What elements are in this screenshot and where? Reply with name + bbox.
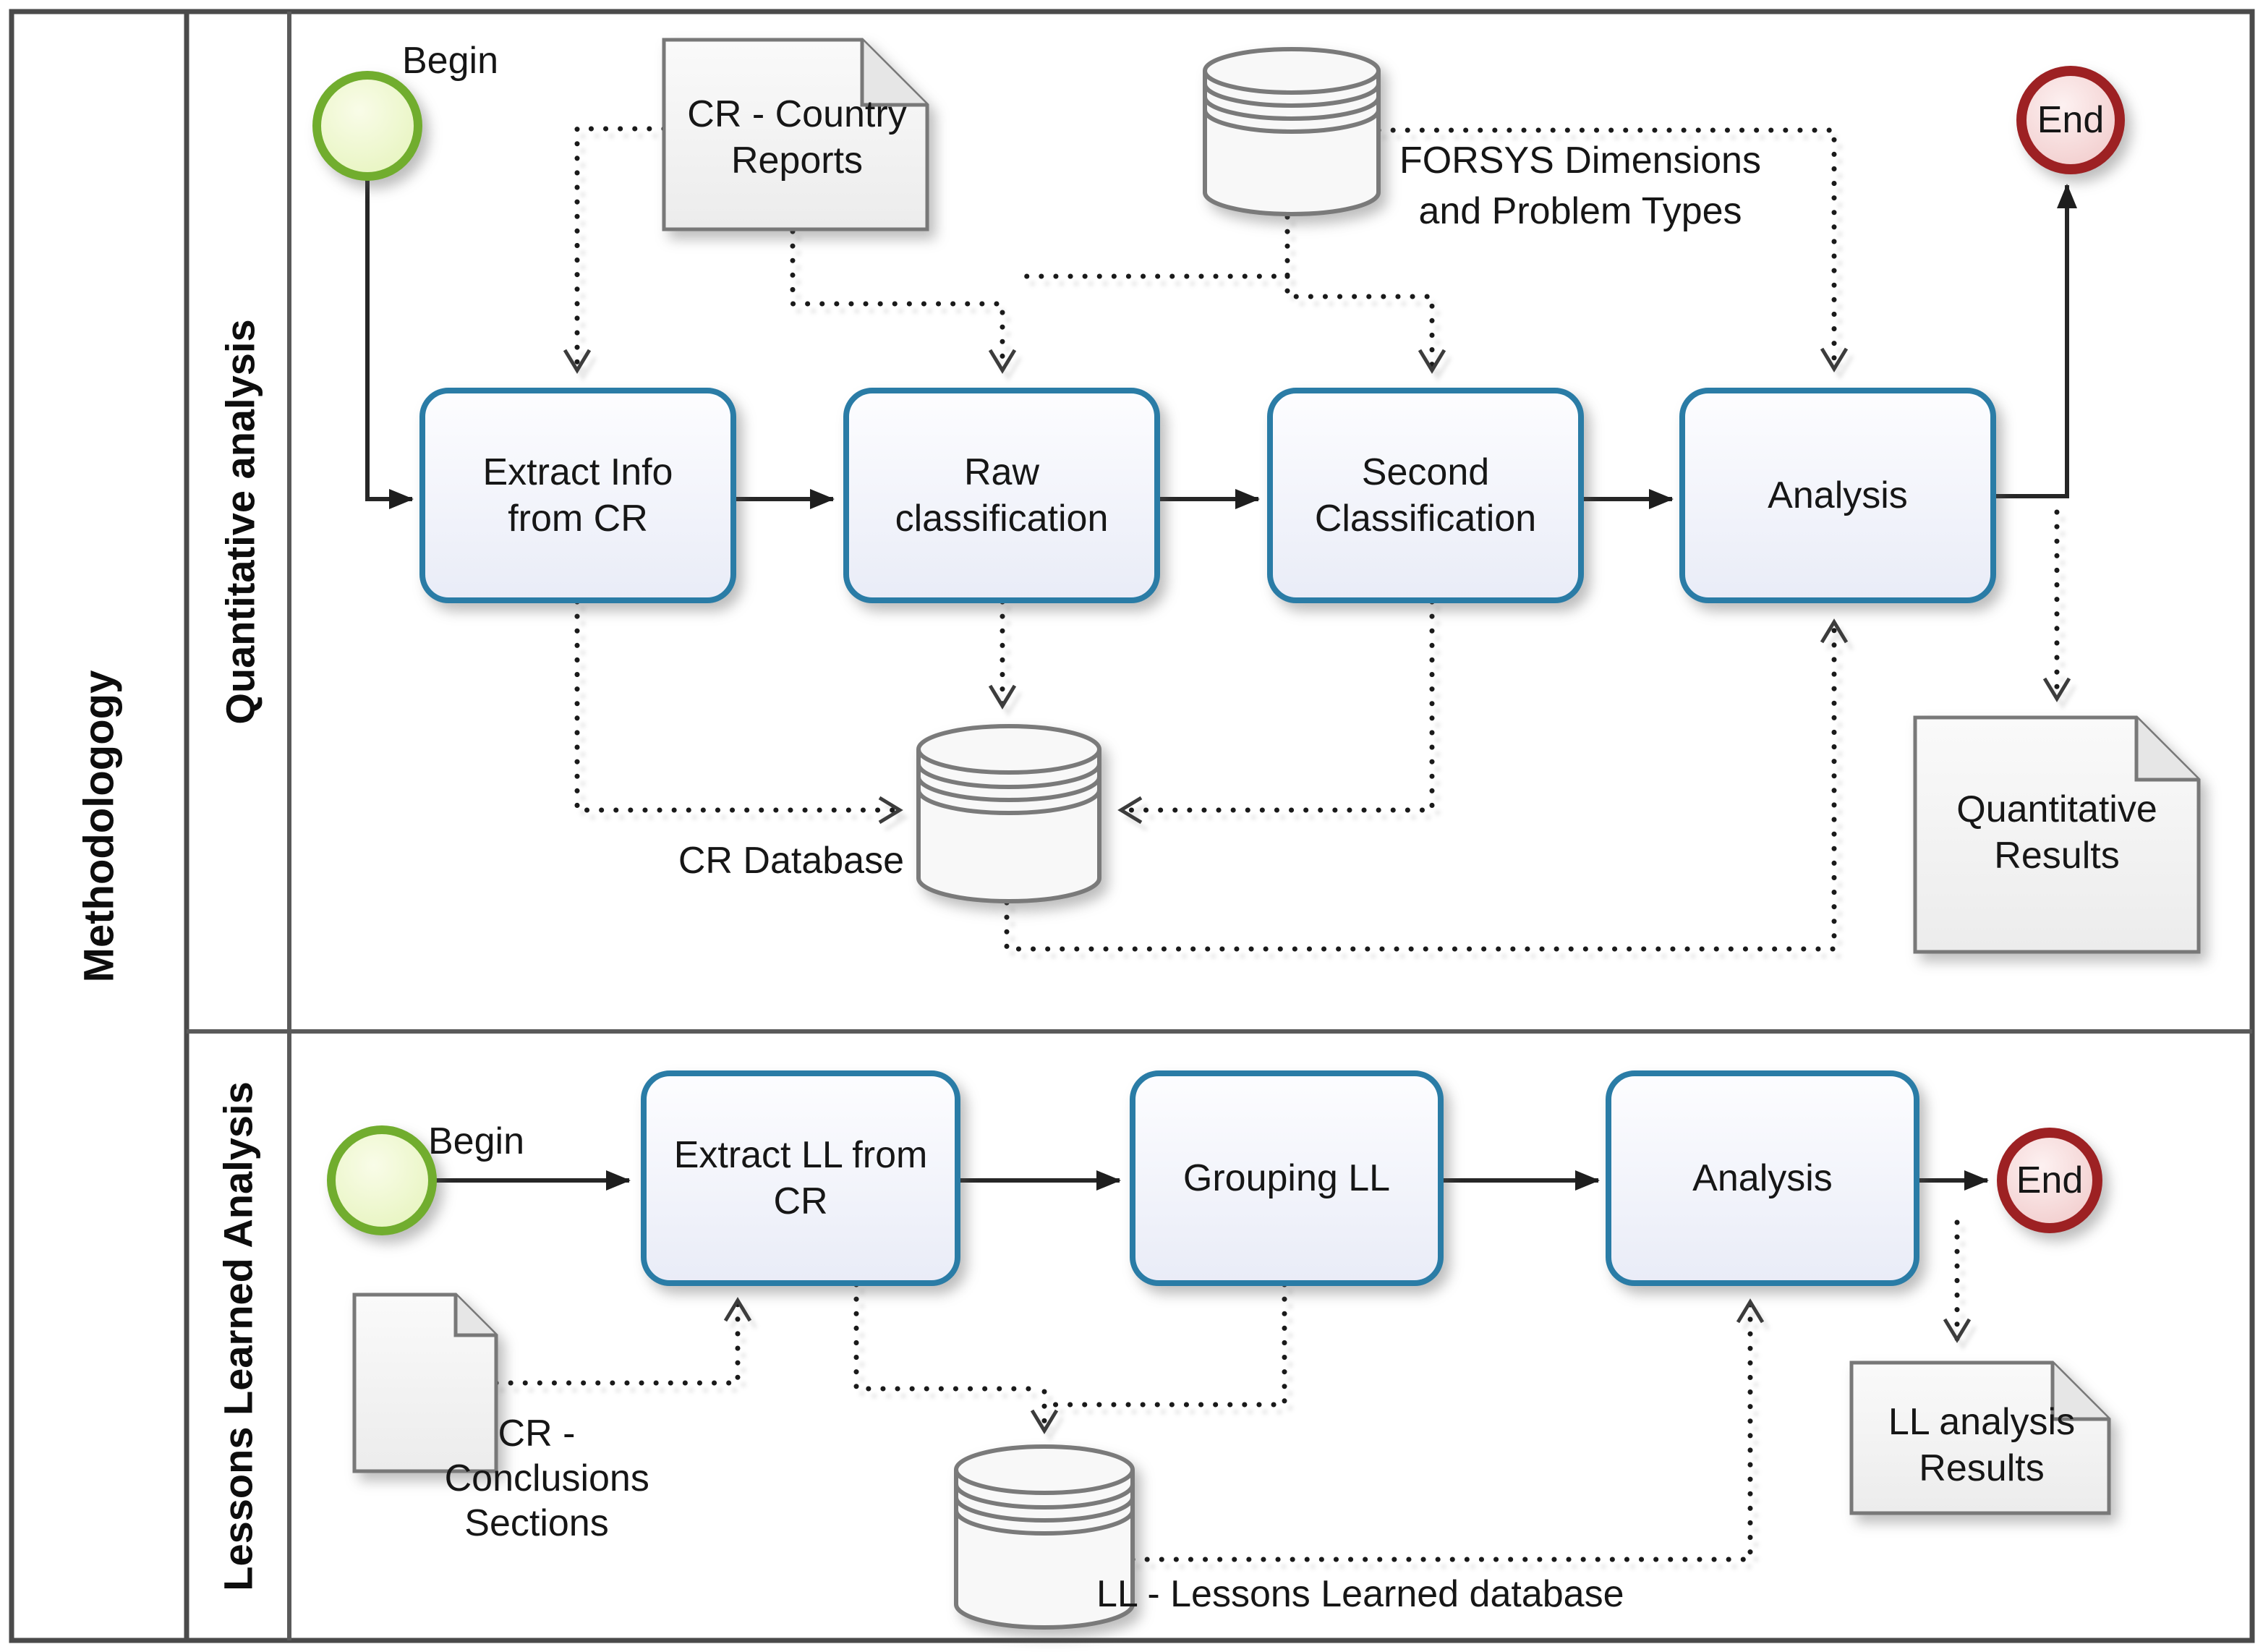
cylinder-body-icon [1203, 71, 1381, 216]
assoc-forsys-to-second-classification [1284, 273, 1446, 374]
task-raw-classification[interactable] [843, 388, 1160, 603]
note-label-cr-conclusions: CR - Conclusions Sections [444, 1413, 649, 1544]
cylinder-ring-icon [916, 763, 1101, 789]
data-object-cr-conclusions[interactable] [352, 1293, 498, 1473]
note-label-quantitative-results: Quantitative Results [1956, 788, 2157, 877]
assoc-crnote-to-raw-classification [790, 229, 1017, 374]
lane-title-quantitative: Quantitative analysis [217, 318, 263, 725]
task-label: Raw classification [895, 451, 1109, 540]
task-extract-info-from-cr[interactable] [419, 388, 736, 603]
note-shape [352, 1293, 498, 1473]
task-label: Analysis [1768, 474, 1908, 516]
assoc-extract-ll-to-lldb [853, 1282, 1044, 1392]
task-second-classification[interactable] [1267, 388, 1584, 603]
note-shape [1913, 715, 2201, 954]
cylinder-ring-icon [954, 1496, 1135, 1523]
task-extract-ll-from-cr[interactable] [641, 1070, 960, 1286]
assoc-crdb-to-analysis [1004, 618, 1849, 952]
note-label-ll-results: LL analysis Results [1888, 1401, 2076, 1489]
datastore-forsys[interactable] [1203, 47, 1381, 216]
task-label: Extract Info from CR [482, 451, 673, 540]
pool-border [9, 9, 2255, 1643]
start-event-lessons[interactable] [327, 1125, 437, 1235]
note-fold-icon [2050, 1363, 2109, 1421]
end-label-lessons: End [2016, 1159, 2084, 1201]
task-analysis-lessons[interactable] [1606, 1070, 1919, 1286]
assoc-conclusions-to-extract-ll [493, 1297, 752, 1386]
flow-begin-to-extract-info [365, 179, 414, 509]
end-label-quantitative: End [2037, 99, 2105, 141]
cylinder-ring-icon [1203, 83, 1381, 108]
assoc-second-classification-to-crdb [1117, 599, 1435, 825]
task-label: Extract LL from CR [673, 1134, 928, 1222]
cylinder-ring-icon [916, 789, 1101, 815]
cylinder-ring-icon [916, 776, 1101, 802]
pool-title: Methodologogy [75, 670, 123, 982]
datastore-label-ll-database: LL - Lessons Learned database [1096, 1573, 1624, 1615]
datastore-label-cr-database: CR Database [678, 840, 904, 882]
end-event-lessons[interactable] [1997, 1128, 2102, 1233]
assoc-grouping-ll-to-lldb [1044, 1282, 1287, 1408]
pool-frame [9, 9, 2255, 1643]
cylinder-body-icon [916, 749, 1101, 903]
datastore-cr-database[interactable] [916, 724, 1101, 903]
cylinder-ring-icon [954, 1510, 1135, 1536]
data-object-country-reports[interactable] [662, 38, 929, 231]
lane-header-quantitative: Quantitative analysis [187, 12, 294, 1031]
task-label: Grouping LL [1182, 1157, 1391, 1199]
cylinder-ring-icon [954, 1483, 1135, 1510]
start-event-quantitative[interactable] [312, 71, 422, 181]
task-analysis-quantitative[interactable] [1679, 388, 1996, 603]
datastore-label-forsys: FORSYS Dimensions and Problem Types [1399, 140, 1761, 232]
sequence-flows [365, 179, 2077, 1191]
begin-label-lessons: Begin [428, 1120, 524, 1162]
begin-label-quantitative: Begin [402, 40, 498, 82]
note-fold-icon [453, 1295, 496, 1337]
cylinder-top-icon [954, 1444, 1135, 1495]
assoc-extract-info-to-crdb [574, 599, 903, 825]
cylinder-top-icon [916, 724, 1101, 775]
end-event-quantitative[interactable] [2016, 66, 2125, 174]
assoc-forsys-to-raw-classification [1011, 214, 1290, 279]
assoc-lldb-to-analysis [1130, 1298, 1765, 1562]
task-label: Analysis [1692, 1157, 1833, 1199]
lane-title-lessons: Lessons Learned Analysis [215, 1081, 261, 1591]
task-label: Second Classification [1314, 451, 1537, 540]
datastore-ll-database[interactable] [954, 1444, 1135, 1630]
note-fold-icon [2134, 718, 2199, 782]
note-label-country-reports: CR - Country Reports [687, 93, 907, 182]
task-grouping-ll[interactable] [1130, 1070, 1444, 1286]
lane-header-lessons: Lessons Learned Analysis [187, 1031, 289, 1640]
data-object-ll-results[interactable] [1849, 1361, 2111, 1515]
flow-analysis-to-end [1993, 184, 2077, 498]
assoc-crnote-to-extract-info [563, 126, 667, 374]
cylinder-ring-icon [1203, 96, 1381, 121]
cylinder-ring-icon [1203, 109, 1381, 134]
note-fold-icon [860, 40, 927, 107]
note-shape [1849, 1361, 2111, 1515]
data-associations [493, 126, 2071, 1562]
pool-header: Methodologogy [12, 12, 187, 1640]
data-object-quantitative-results[interactable] [1913, 715, 2201, 954]
cylinder-top-icon [1203, 47, 1381, 95]
cylinder-body-icon [954, 1470, 1135, 1630]
